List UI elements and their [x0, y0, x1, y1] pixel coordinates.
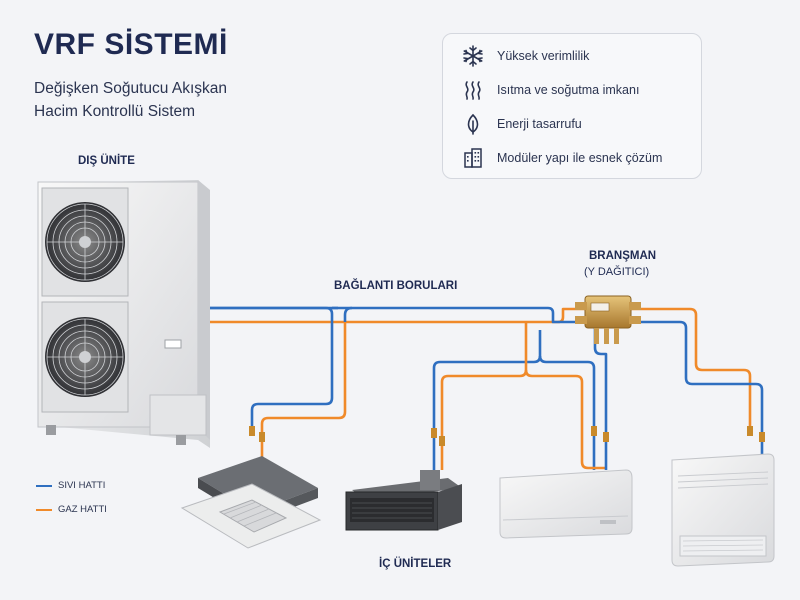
pipe-valves: [249, 426, 765, 446]
gas-pipe-wall: [524, 369, 606, 470]
feature-label: Yüksek verimlilik: [497, 49, 590, 63]
page-title: VRF SİSTEMİ: [34, 28, 228, 61]
gas-pipe-right: [630, 307, 752, 430]
liquid-pipe-right: [630, 320, 764, 456]
legend-liquid: SIVI HATTI: [36, 480, 105, 491]
feature-label: Enerji tasarrufu: [497, 117, 582, 131]
liquid-pipe-duct: [432, 330, 542, 470]
features-box: Yüksek verimlilik Isıtma ve soğutma imka…: [442, 33, 702, 179]
liquid-main-pipe: [210, 306, 585, 324]
outdoor-unit: [37, 180, 210, 448]
outdoor-fan-bottom: [41, 301, 129, 413]
legend-swatch: [36, 484, 52, 487]
outdoor-fan-top: [41, 187, 129, 297]
indoor-units-label: İÇ ÜNİTELER: [379, 558, 452, 570]
legend-label: SIVI HATTI: [58, 480, 106, 491]
pipe-network: [210, 306, 764, 470]
feature-label: Isıtma ve soğutma imkanı: [497, 83, 640, 97]
feature-item: Yüksek verimlilik: [443, 44, 589, 68]
feature-item: Modüler yapı ile esnek çözüm: [443, 146, 662, 170]
indoor-unit-cassette: [180, 456, 322, 549]
feature-item: Enerji tasarrufu: [443, 112, 582, 136]
leaf-icon: [459, 113, 487, 135]
branch-label: BRANŞMAN: [589, 250, 657, 262]
feature-label: Modüler yapı ile esnek çözüm: [497, 151, 663, 165]
heat-waves-icon: [459, 79, 487, 101]
gas-pipe-cassette: [260, 322, 347, 462]
gas-main-pipe: [210, 307, 585, 324]
legend-swatch: [36, 508, 52, 511]
branch-joint: [575, 295, 641, 344]
feature-item: Isıtma ve soğutma imkanı: [443, 78, 639, 102]
indoor-unit-wall: [499, 469, 633, 539]
outdoor-unit-label: DIŞ ÜNİTE: [78, 155, 135, 167]
indoor-unit-console: [671, 453, 775, 567]
legend-gas: GAZ HATTI: [36, 504, 107, 515]
legend-label: GAZ HATTI: [58, 504, 107, 515]
subtitle-line-2: Hacim Kontrollü Sistem: [34, 103, 196, 120]
page-subtitle: Değişken Soğutucu Akışkan Hacim Kontroll…: [34, 77, 294, 123]
pipes-label: BAĞLANTI BORULARI: [334, 280, 458, 292]
branch-sublabel: (Y DAĞITICI): [584, 266, 650, 278]
liquid-pipe-cassette: [210, 306, 334, 428]
indoor-unit-duct: [345, 470, 462, 531]
subtitle-line-1: Değişken Soğutucu Akışkan: [34, 80, 228, 97]
snowflake-icon: [459, 45, 487, 67]
building-icon: [459, 147, 487, 169]
gas-pipe-duct: [440, 322, 528, 470]
liquid-pipe-wall: [538, 355, 596, 470]
